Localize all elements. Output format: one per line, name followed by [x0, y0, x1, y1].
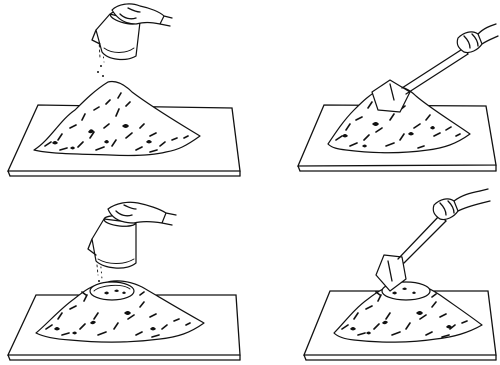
- shovel-icon: [376, 215, 446, 291]
- panel-pour-into-crater: [0, 183, 250, 365]
- panel-mix-with-shovel: [250, 0, 500, 182]
- illustration-mix-with-shovel: [250, 0, 500, 182]
- crater-pile: [36, 281, 204, 342]
- panel-mix-crater-with-shovel: [250, 183, 500, 365]
- illustration-pour-into-crater: [0, 183, 250, 365]
- hand-icon: [457, 24, 498, 53]
- illustration-mix-crater: [250, 183, 500, 365]
- illustration-pour-on-pile: [0, 0, 250, 182]
- panel-pour-water-on-pile: [0, 0, 250, 182]
- hand-icon: [433, 189, 490, 220]
